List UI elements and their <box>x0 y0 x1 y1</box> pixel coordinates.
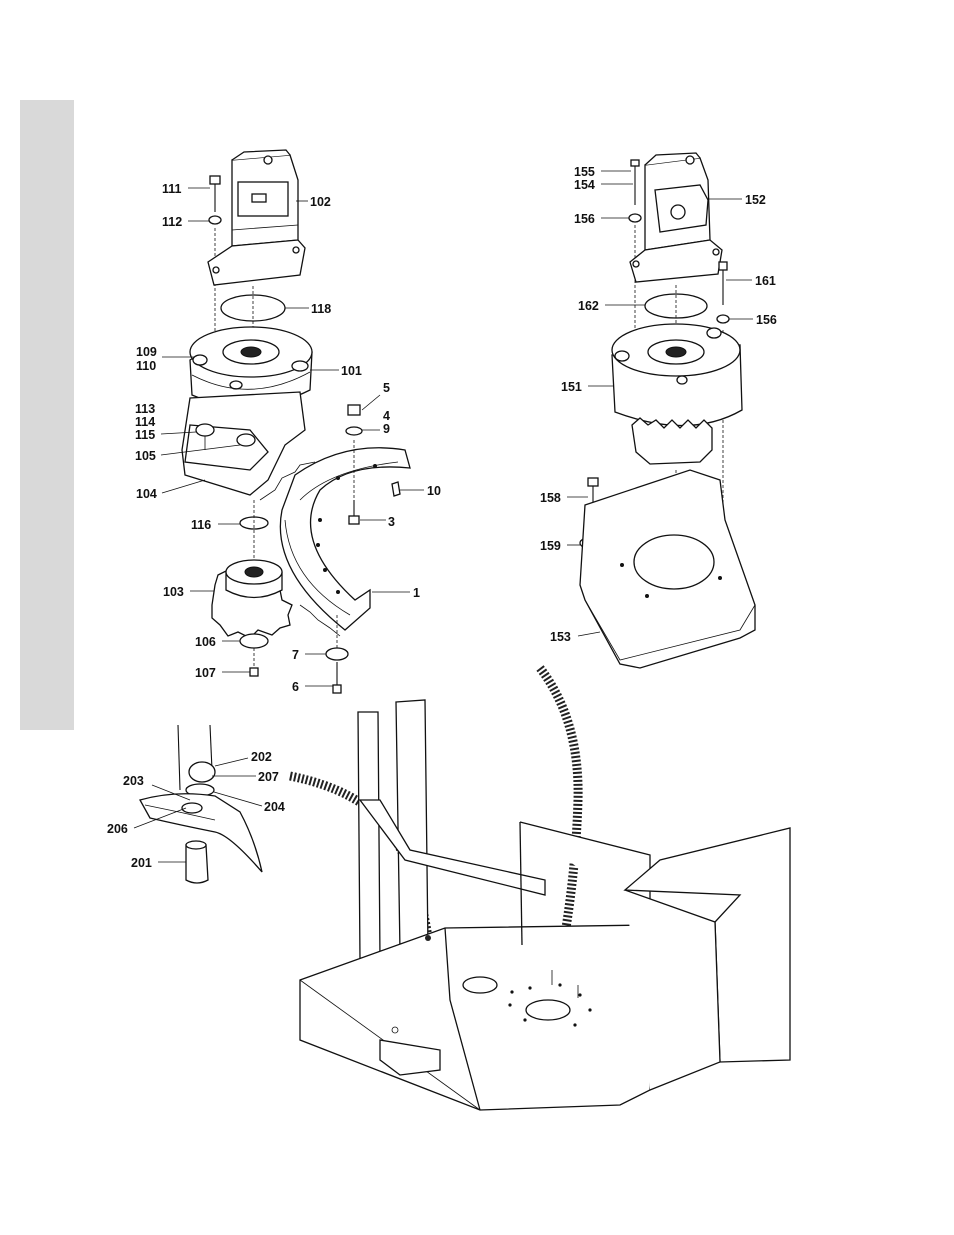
washer-106-drawing <box>240 634 268 648</box>
callout-9: 9 <box>383 422 390 436</box>
washer-156-side-drawing <box>717 315 729 323</box>
callout-102: 102 <box>310 195 331 209</box>
washer-156-top-drawing <box>629 214 641 222</box>
washer-112-drawing <box>209 216 221 224</box>
callout-10: 10 <box>427 484 441 498</box>
callout-162: 162 <box>578 299 599 313</box>
callout-107: 107 <box>195 666 216 680</box>
fitting-detail-assembly <box>140 725 262 883</box>
mounting-plate-153-drawing <box>580 470 755 668</box>
bolt-107-drawing <box>250 648 258 676</box>
callout-104: 104 <box>136 487 157 501</box>
callout-203: 203 <box>123 774 144 788</box>
callout-206: 206 <box>107 822 128 836</box>
housing-104-drawing <box>182 392 305 495</box>
callout-201: 201 <box>131 856 152 870</box>
callout-156-top: 156 <box>574 212 595 226</box>
callout-1: 1 <box>413 586 420 600</box>
callout-4: 4 <box>383 409 390 423</box>
callout-106: 106 <box>195 635 216 649</box>
motor-102-drawing <box>208 150 305 285</box>
callout-5: 5 <box>383 381 390 395</box>
callout-156-side: 156 <box>756 313 777 327</box>
callout-109: 109 <box>136 345 157 359</box>
callout-110: 110 <box>136 359 156 373</box>
callout-202: 202 <box>251 750 272 764</box>
pinion-103-drawing <box>212 560 292 638</box>
callout-114: 114 <box>135 415 155 429</box>
callout-116: 116 <box>191 518 211 532</box>
callout-3: 3 <box>388 515 395 529</box>
bolt-154-155-drawing <box>631 160 639 335</box>
callout-152: 152 <box>745 193 766 207</box>
callout-115: 115 <box>135 428 155 442</box>
callout-112: 112 <box>162 215 182 229</box>
callout-155: 155 <box>574 165 595 179</box>
callout-7: 7 <box>292 648 299 662</box>
callout-111: 111 <box>162 182 182 196</box>
callout-103: 103 <box>163 585 184 599</box>
callout-105: 105 <box>135 449 156 463</box>
callout-113: 113 <box>135 402 155 416</box>
callout-6: 6 <box>292 680 299 694</box>
motor-152-drawing <box>630 153 722 282</box>
callout-159: 159 <box>540 539 561 553</box>
callout-161: 161 <box>755 274 776 288</box>
callout-153: 153 <box>550 630 571 644</box>
right-motor-assembly <box>580 153 755 668</box>
callout-204: 204 <box>264 800 285 814</box>
left-motor-assembly <box>182 150 410 693</box>
callout-154: 154 <box>574 178 595 192</box>
callout-101: 101 <box>341 364 362 378</box>
chassis-frame-drawing <box>290 668 790 1110</box>
callout-207: 207 <box>258 770 279 784</box>
callout-118: 118 <box>311 302 331 316</box>
callout-151: 151 <box>561 380 582 394</box>
washer-7-drawing <box>326 648 348 660</box>
callout-158: 158 <box>540 491 561 505</box>
